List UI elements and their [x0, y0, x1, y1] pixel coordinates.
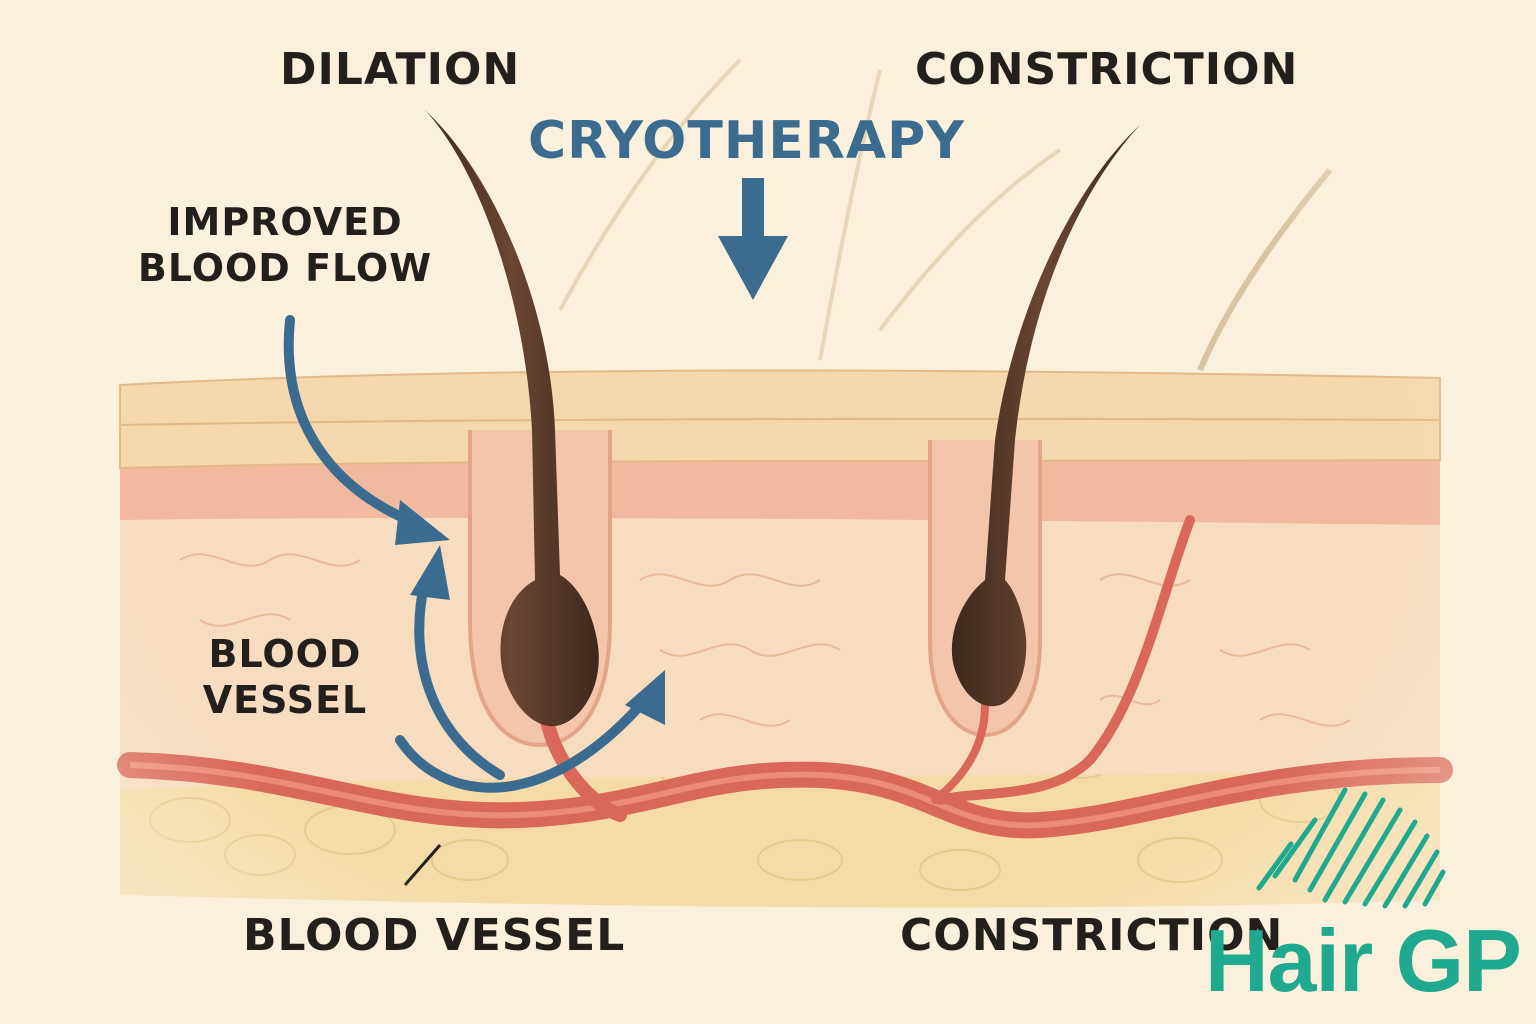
- cryotherapy-title: CRYOTHERAPY: [528, 111, 965, 171]
- dilation-label: DILATION: [280, 44, 521, 95]
- improved-blood-flow-label: IMPROVED BLOOD FLOW: [137, 200, 433, 290]
- constriction-top-label: CONSTRICTION: [915, 44, 1299, 95]
- logo-text: Hair GP: [1205, 911, 1522, 1010]
- blood-vessel-bottom-label: BLOOD VESSEL: [243, 910, 626, 961]
- hair-gp-logo: Hair GP: [1205, 780, 1525, 1020]
- constriction-bottom-label: CONSTRICTION: [900, 910, 1284, 961]
- blood-vessel-side-label: BLOOD VESSEL: [202, 632, 368, 722]
- hair-strands-icon: [1256, 787, 1446, 909]
